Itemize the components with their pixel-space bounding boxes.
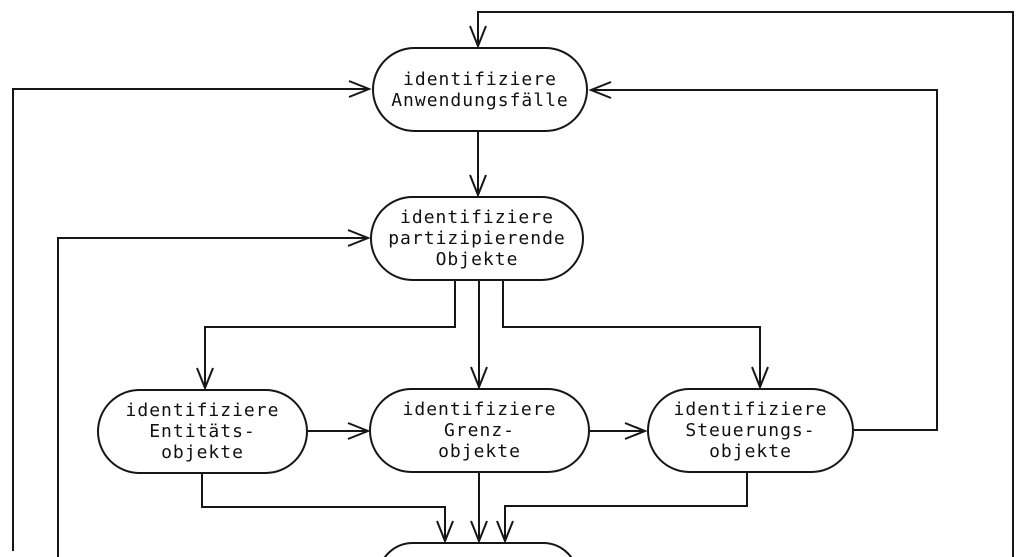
edge-steuerungs-to-anwendungsfaelle	[588, 81, 938, 431]
arrowhead-down-icon	[196, 367, 214, 391]
node-label: identifiziere Steuerungs- objekte	[673, 399, 828, 462]
arrowhead-down-icon	[470, 520, 488, 544]
node-bottom-partial	[377, 542, 579, 557]
node-identifiziere-entitaetsobjekte: identifiziere Entitäts- objekte	[97, 389, 308, 474]
node-identifiziere-anwendungsfaelle: identifiziere Anwendungsfälle	[372, 47, 588, 132]
edge-steuerungs-to-bottom	[496, 473, 748, 544]
node-identifiziere-steuerungsobjekte: identifiziere Steuerungs- objekte	[647, 388, 854, 473]
edge-line	[504, 473, 748, 541]
edge-partizipierende-to-grenz	[470, 281, 488, 390]
arrowhead-down-icon	[470, 366, 488, 390]
node-identifiziere-grenzobjekte: identifiziere Grenz- objekte	[369, 388, 590, 473]
edge-loop-right-outer-to-anwendungsfaelle	[469, 11, 1014, 557]
arrowhead-right-icon	[347, 422, 371, 440]
edge-line	[204, 281, 456, 388]
edge-line	[591, 89, 938, 431]
edge-loop-left-inner-to-partizipierende	[57, 229, 371, 557]
node-label: identifiziere Anwendungsfälle	[391, 68, 569, 111]
arrowhead-down-icon	[496, 520, 514, 544]
edge-line	[201, 474, 446, 541]
arrowhead-down-icon	[751, 366, 769, 390]
edge-grenz-to-steuerungs	[590, 422, 648, 440]
edge-line	[57, 237, 368, 557]
edge-partizipierende-to-steuerungs	[502, 281, 769, 390]
arrowhead-down-icon	[469, 25, 487, 49]
node-identifiziere-partizipierende-objekte: identifiziere partizipierende Objekte	[370, 196, 584, 281]
edge-partizipierende-to-entitaets	[196, 281, 456, 391]
edge-loop-left-outer-to-anwendungsfaelle	[12, 80, 372, 551]
edge-line	[502, 281, 761, 387]
arrowhead-right-icon	[348, 80, 372, 98]
edge-entitaets-to-bottom	[201, 474, 454, 544]
edge-line	[12, 88, 369, 551]
edge-entitaets-to-grenz	[308, 422, 371, 440]
arrowhead-down-icon	[469, 174, 487, 198]
arrowhead-down-icon	[436, 520, 454, 544]
node-label: identifiziere Grenz- objekte	[402, 399, 557, 462]
node-label: identifiziere partizipierende Objekte	[388, 207, 566, 270]
edge-grenz-to-bottom	[470, 473, 488, 544]
arrowhead-right-icon	[347, 229, 371, 247]
node-label: identifiziere Entitäts- objekte	[125, 400, 280, 463]
arrowhead-right-icon	[624, 422, 648, 440]
edge-line	[477, 11, 1014, 557]
edge-anwendungsfaelle-to-partizipierende	[469, 132, 487, 198]
arrowhead-left-icon	[588, 81, 612, 99]
